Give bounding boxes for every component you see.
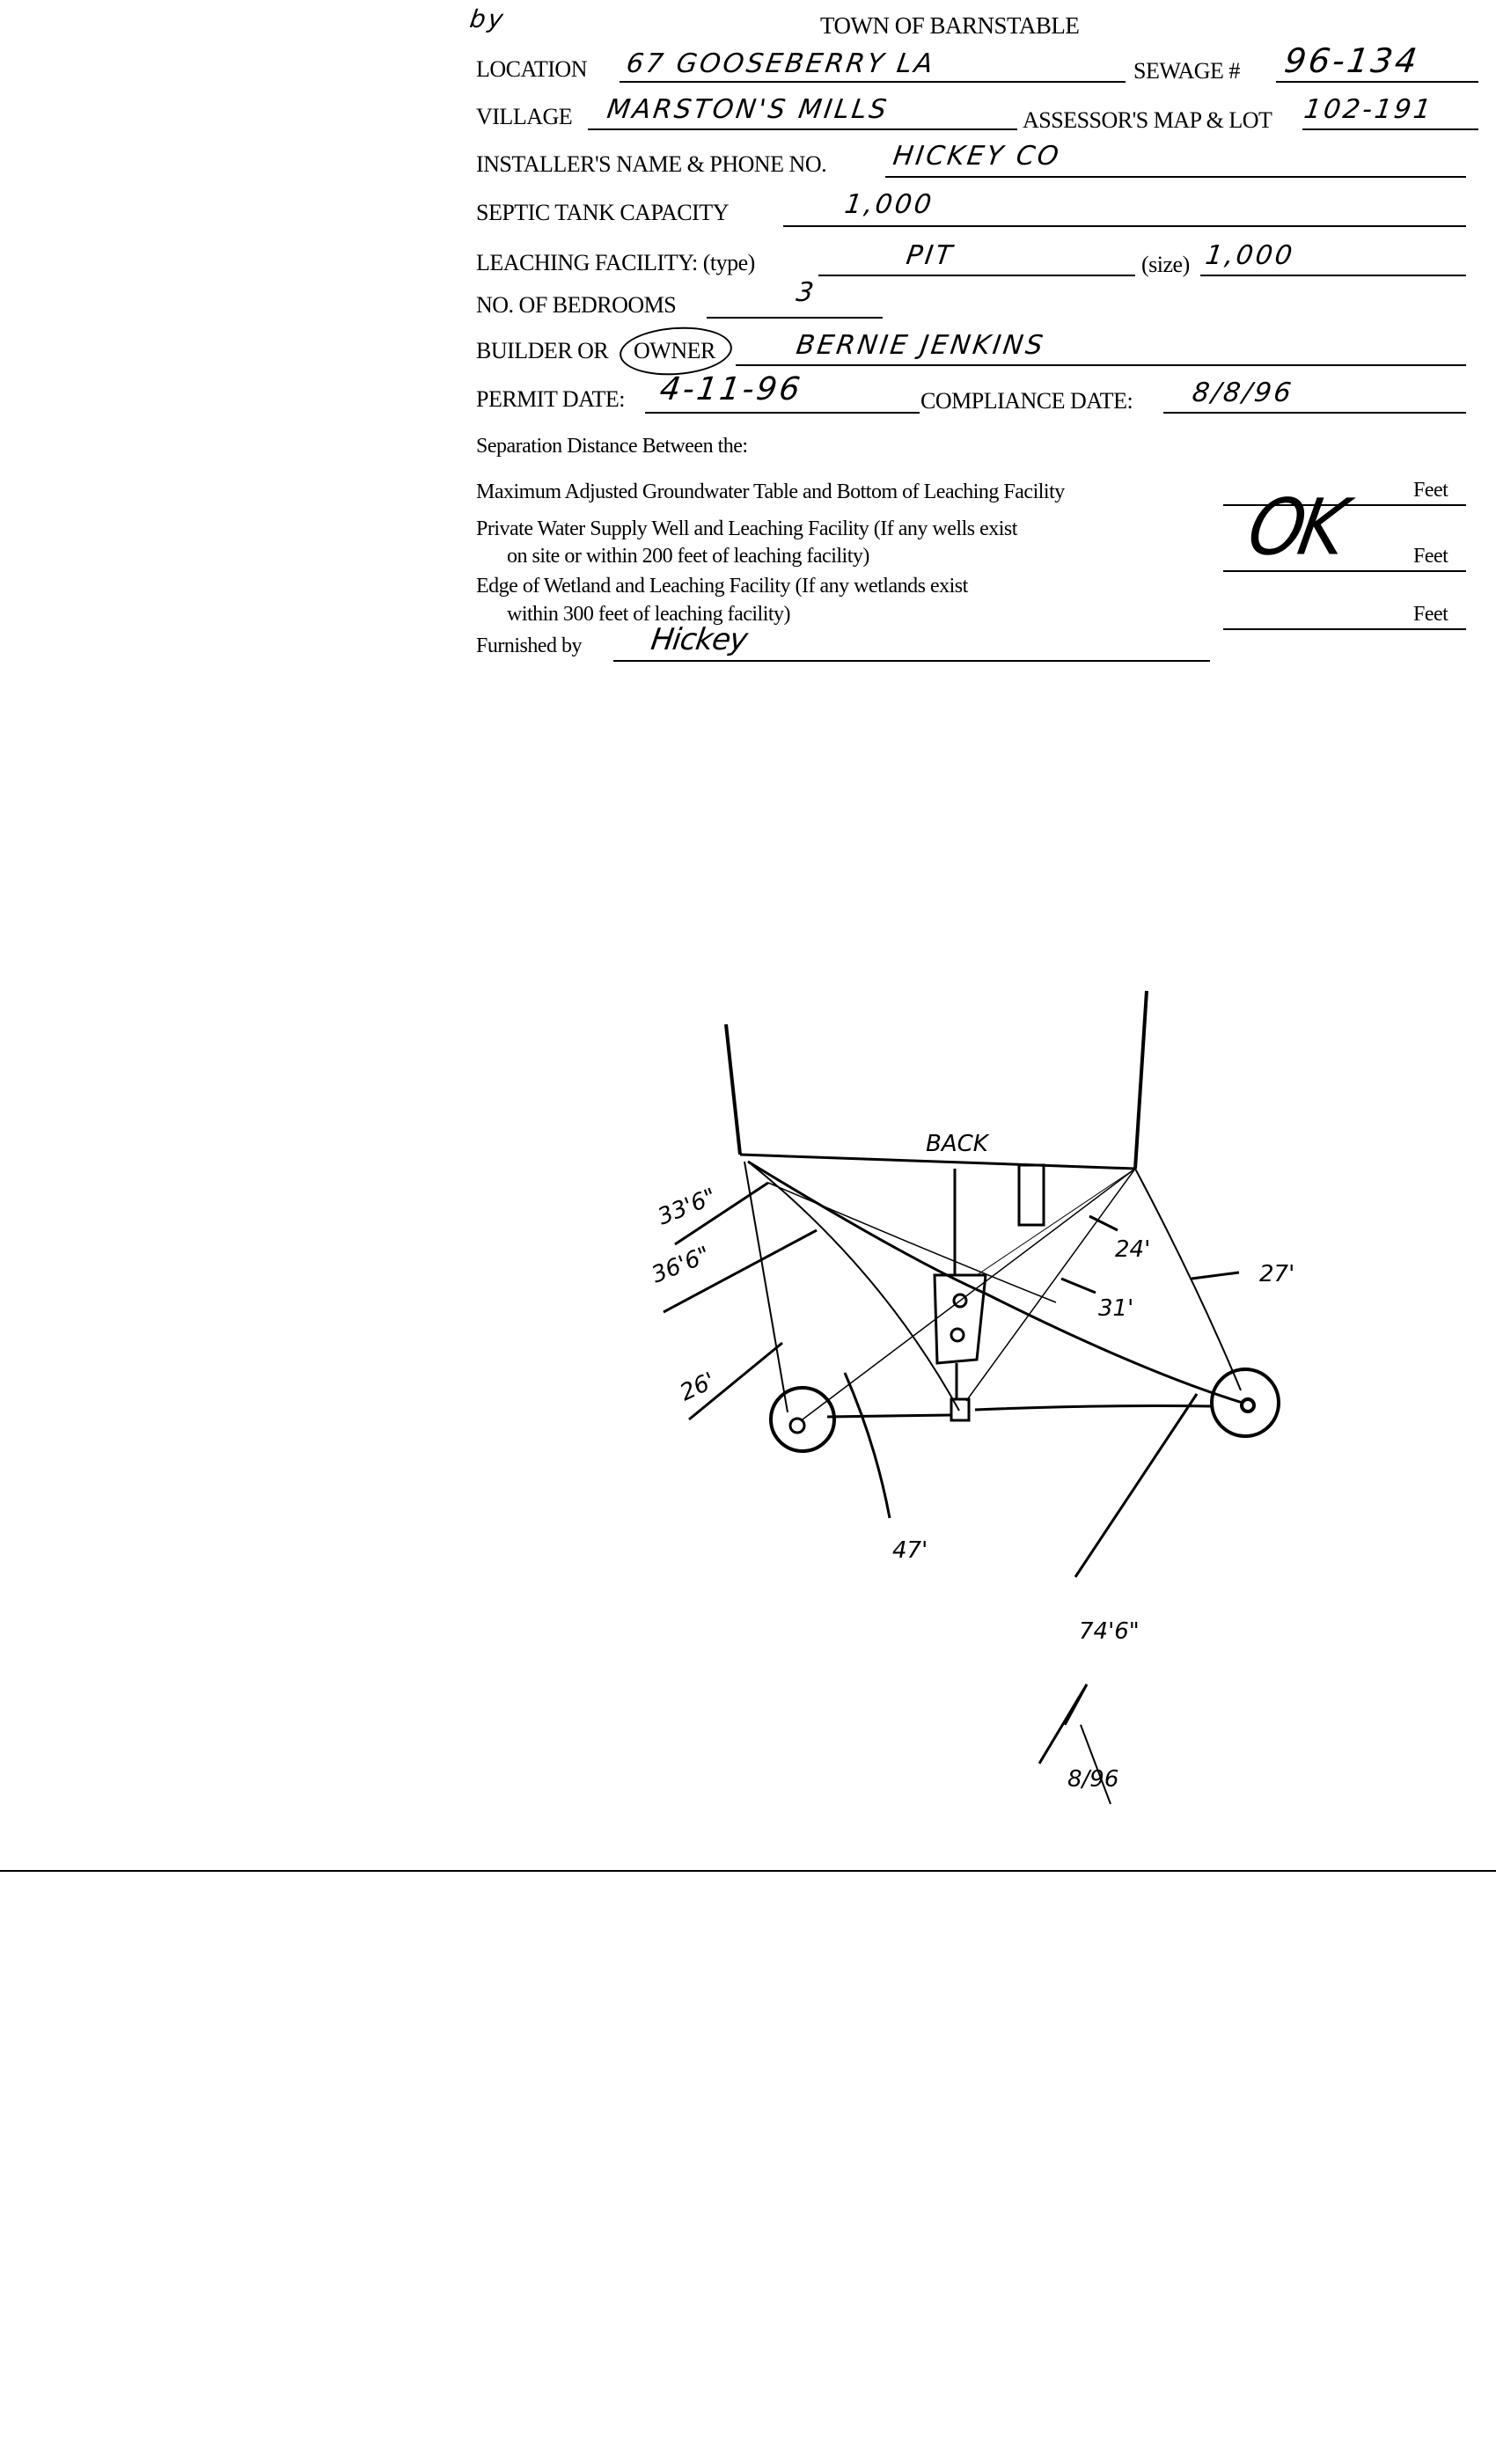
sep-groundwater-label: Maximum Adjusted Groundwater Table and B…: [476, 480, 1065, 503]
compliance-label: COMPLIANCE DATE:: [920, 388, 1133, 414]
tank-inlet: [952, 1293, 968, 1309]
permit-label: PERMIT DATE:: [476, 386, 626, 412]
separation-heading: Separation Distance Between the:: [476, 435, 748, 458]
well-line: [1223, 570, 1466, 572]
dim-27: 27': [1259, 1261, 1294, 1287]
owner-line: [736, 364, 1466, 366]
builder-label: BUILDER OR: [476, 338, 609, 363]
dim-24: 24': [1115, 1236, 1150, 1263]
page-divider: [0, 1870, 1496, 1872]
distribution-box: [950, 1397, 971, 1422]
sep-well-label-2: on site or within 200 feet of leaching f…: [507, 545, 869, 568]
tank-label: SEPTIC TANK CAPACITY: [476, 200, 729, 225]
dimension-leaders: [663, 1181, 1240, 1578]
feet-well: Feet: [1413, 545, 1448, 568]
tie-right-corner-tank: [976, 1168, 1136, 1276]
tie-right-corner-left-well: [802, 1168, 1136, 1420]
feet-wetland: Feet: [1413, 603, 1448, 626]
feet-groundwater: Feet: [1413, 479, 1448, 502]
north-date-slash: [1080, 1724, 1111, 1805]
dim-36-6: 36'6": [648, 1242, 714, 1289]
septic-tank: [933, 1273, 987, 1365]
bedrooms-line: [707, 317, 883, 319]
compliance-line: [1163, 412, 1466, 414]
sep-wetland-label-1: Edge of Wetland and Leaching Facility (I…: [476, 575, 968, 598]
small-structure: [1017, 1163, 1045, 1227]
wetland-line: [1223, 628, 1466, 630]
back-label: BACK: [926, 1131, 990, 1157]
dim-31: 31': [1098, 1295, 1133, 1322]
left-well: [769, 1386, 836, 1453]
size-line: [1200, 275, 1466, 276]
sewage-line: [1276, 81, 1478, 83]
right-well: [1210, 1368, 1280, 1438]
installer-label: INSTALLER'S NAME & PHONE NO.: [476, 151, 827, 177]
tank-line: [783, 225, 1466, 227]
tie-right-corner-dbox: [965, 1168, 1136, 1402]
map-lot-line: [1302, 128, 1478, 130]
furnished-label: Furnished by: [476, 634, 583, 657]
tie-left-corner-left-well: [744, 1161, 788, 1413]
right-well-inner: [1240, 1397, 1256, 1413]
north-arrow-icon: [1038, 1683, 1089, 1764]
map-lot-label: ASSESSOR'S MAP & LOT: [1023, 107, 1272, 133]
dim-33-6: 33'6": [654, 1184, 720, 1231]
groundwater-line: [1223, 504, 1466, 506]
tank-outlet: [950, 1327, 965, 1343]
permit-line: [645, 412, 920, 414]
sep-well-label-1: Private Water Supply Well and Leaching F…: [476, 517, 1017, 540]
tie-right-corner-right-well: [1134, 1168, 1242, 1391]
furnished-line: [613, 660, 1210, 662]
left-property-line: [724, 1023, 742, 1155]
leaching-label: LEACHING FACILITY: (type): [476, 250, 755, 275]
location-label: LOCATION: [476, 56, 588, 82]
dim-47: 47': [892, 1537, 928, 1564]
page-title: TOWN OF BARNSTABLE: [820, 12, 1080, 39]
owner-label: OWNER: [634, 338, 715, 363]
size-label: (size): [1141, 252, 1190, 277]
house-back-line: [739, 1153, 1136, 1170]
tie-left-corner-dbox: [747, 1161, 960, 1412]
bedrooms-label: NO. OF BEDROOMS: [476, 292, 677, 318]
left-well-inner: [788, 1417, 806, 1434]
north-date: 8/96: [1067, 1766, 1118, 1793]
installer-line: [885, 176, 1466, 178]
sewage-label: SEWAGE #: [1133, 58, 1240, 84]
right-property-line: [1133, 990, 1148, 1170]
leaching-type-line: [818, 275, 1135, 276]
location-line: [620, 81, 1126, 83]
tie-left-corner-right-well-2: [767, 1182, 1057, 1303]
leaching-line: [826, 1404, 1214, 1419]
dim-74-6: 74'6": [1079, 1618, 1140, 1645]
tie-left-corner-right-well: [747, 1160, 1243, 1404]
sep-wetland-label-2: within 300 feet of leaching facility): [507, 603, 791, 626]
village-line: [588, 128, 1017, 130]
village-label: VILLAGE: [476, 104, 573, 129]
